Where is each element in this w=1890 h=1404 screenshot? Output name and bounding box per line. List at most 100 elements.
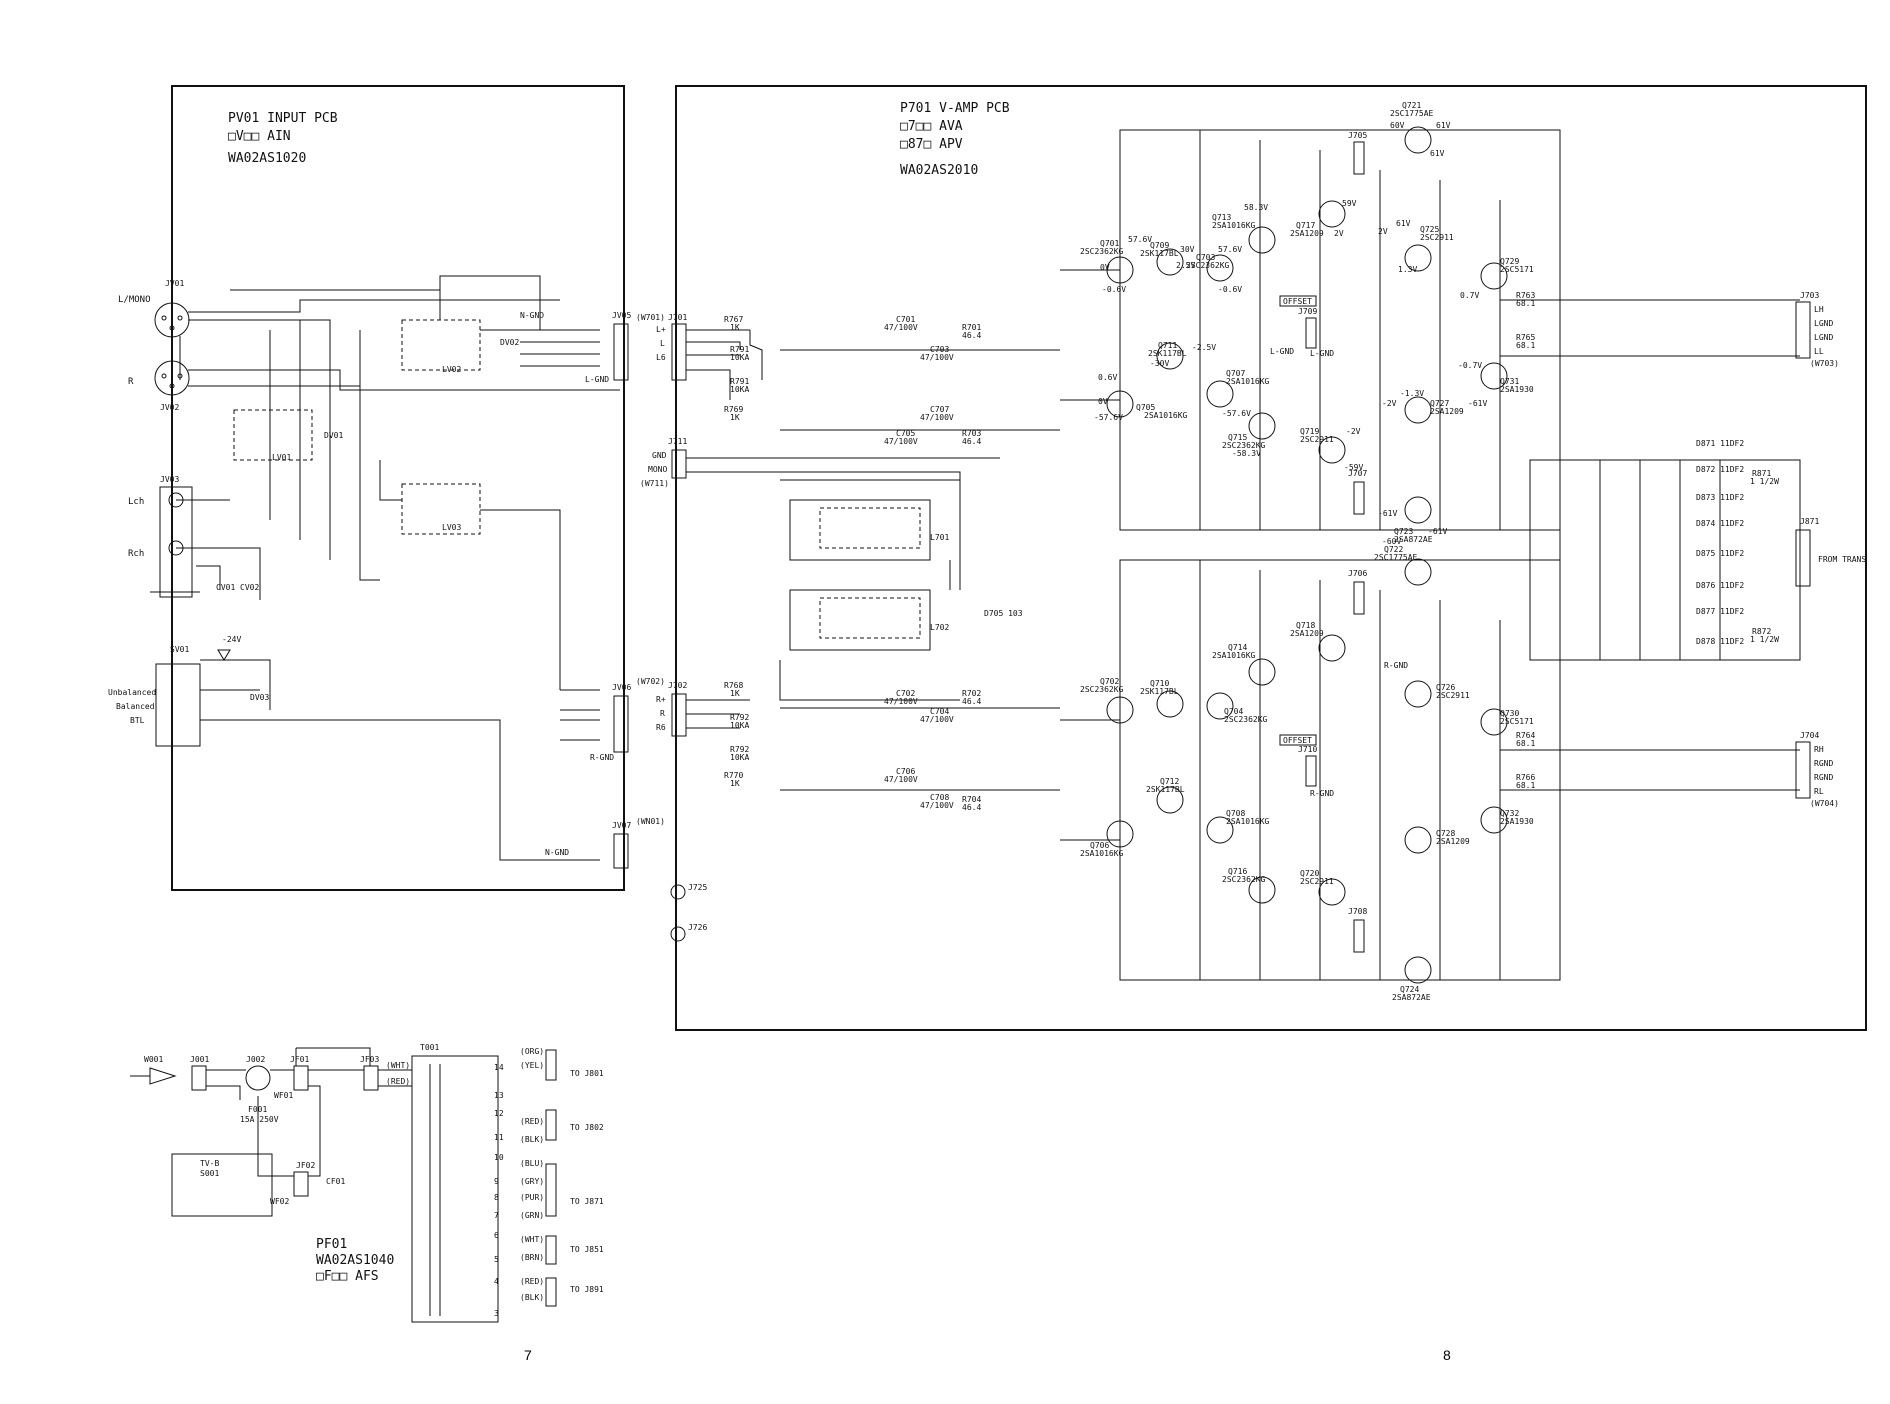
svg-text:2SA1016KG: 2SA1016KG xyxy=(1144,411,1188,420)
svg-text:(W711): (W711) xyxy=(640,479,669,488)
svg-text:L+: L+ xyxy=(656,325,666,334)
svg-text:57.6V: 57.6V xyxy=(1218,245,1242,254)
jv03-label: JV03 xyxy=(160,475,179,484)
svg-text:J726: J726 xyxy=(688,923,707,932)
svg-text:(BLK): (BLK) xyxy=(520,1293,544,1302)
lch-label: Lch xyxy=(128,497,144,507)
svg-text:R-GND: R-GND xyxy=(590,753,614,762)
svg-text:-2V: -2V xyxy=(1382,399,1397,408)
jv07-label: JV07 xyxy=(612,821,631,830)
svg-text:C707: C707 xyxy=(930,405,949,414)
svg-text:2SA1209: 2SA1209 xyxy=(1436,837,1470,846)
svg-text:68.1: 68.1 xyxy=(1516,299,1535,308)
svg-text:-57.6V: -57.6V xyxy=(1094,413,1123,422)
svg-text:R768: R768 xyxy=(724,681,743,690)
svg-text:LH: LH xyxy=(1814,305,1824,314)
svg-text:R701: R701 xyxy=(962,323,981,332)
tvb-switch-box xyxy=(171,1153,273,1217)
svg-text:Q725: Q725 xyxy=(1420,225,1439,234)
svg-text:Q711: Q711 xyxy=(1158,341,1177,350)
svg-text:-61V: -61V xyxy=(1468,399,1487,408)
svg-text:JF02: JF02 xyxy=(296,1161,315,1170)
jv02-label: JV02 xyxy=(160,403,179,412)
svg-text:MONO: MONO xyxy=(648,465,667,474)
svg-text:2SC2911: 2SC2911 xyxy=(1420,233,1454,242)
svg-text:2SK117BL: 2SK117BL xyxy=(1148,349,1187,358)
svg-text:30V: 30V xyxy=(1180,245,1195,254)
svg-text:-2.5V: -2.5V xyxy=(1192,343,1216,352)
svg-text:6: 6 xyxy=(494,1231,499,1240)
svg-text:60V: 60V xyxy=(1390,121,1405,130)
svg-text:R871: R871 xyxy=(1752,469,1771,478)
svg-text:J704: J704 xyxy=(1800,731,1819,740)
svg-text:(BRN): (BRN) xyxy=(520,1253,544,1262)
svg-text:2SA1016KG: 2SA1016KG xyxy=(1080,849,1124,858)
svg-text:Q727: Q727 xyxy=(1430,399,1449,408)
svg-text:2SA1209: 2SA1209 xyxy=(1290,229,1324,238)
power-section: W001 J001 J002 F001 15A 250V JF01 WF01 J… xyxy=(130,1043,604,1323)
svg-text:R703: R703 xyxy=(962,429,981,438)
svg-text:J711: J711 xyxy=(668,437,687,446)
svg-text:1K: 1K xyxy=(730,779,740,788)
svg-text:LGND: LGND xyxy=(1814,319,1833,328)
svg-text:8: 8 xyxy=(494,1193,499,1202)
input-pcb: PV01 INPUT PCB □V□□ AIN WA02AS1020 JV01 … xyxy=(108,85,631,891)
vamp-title: P701 V-AMP PCB xyxy=(900,101,1010,116)
svg-text:1 1/2W: 1 1/2W xyxy=(1750,477,1779,486)
jv06-conn xyxy=(613,695,629,753)
svg-text:D873 11DF2: D873 11DF2 xyxy=(1696,493,1744,502)
svg-text:(W704): (W704) xyxy=(1810,799,1839,808)
svg-text:2SC5171: 2SC5171 xyxy=(1500,265,1534,274)
svg-text:-2V: -2V xyxy=(1346,427,1361,436)
pf01-part: WA02AS1040 xyxy=(316,1253,394,1268)
svg-text:2SK117BL: 2SK117BL xyxy=(1140,687,1179,696)
svg-text:FROM TRANS: FROM TRANS xyxy=(1818,555,1866,564)
svg-text:13: 13 xyxy=(494,1091,504,1100)
svg-text:R767: R767 xyxy=(724,315,743,324)
svg-text:(GRY): (GRY) xyxy=(520,1177,544,1186)
svg-text:-61V: -61V xyxy=(1428,527,1447,536)
svg-text:R704: R704 xyxy=(962,795,981,804)
svg-text:2SA872AE: 2SA872AE xyxy=(1392,993,1431,1002)
svg-text:2SA1209: 2SA1209 xyxy=(1430,407,1464,416)
svg-text:J702: J702 xyxy=(668,681,687,690)
svg-text:(BLK): (BLK) xyxy=(520,1135,544,1144)
svg-text:Q712: Q712 xyxy=(1160,777,1179,786)
svg-text:L-GND: L-GND xyxy=(585,375,609,384)
svg-text:C701: C701 xyxy=(896,315,915,324)
svg-text:2SC1775AE: 2SC1775AE xyxy=(1390,109,1434,118)
svg-text:J705: J705 xyxy=(1348,131,1367,140)
svg-text:C703: C703 xyxy=(930,345,949,354)
svg-text:-0.6V: -0.6V xyxy=(1102,285,1126,294)
input-pcb-line2: □V□□ AIN xyxy=(228,129,291,144)
svg-text:R-GND: R-GND xyxy=(1384,661,1408,670)
svg-text:D871 11DF2: D871 11DF2 xyxy=(1696,439,1744,448)
svg-text:(W703): (W703) xyxy=(1810,359,1839,368)
svg-text:(RED): (RED) xyxy=(386,1077,410,1086)
svg-text:L-GND: L-GND xyxy=(1310,349,1334,358)
svg-text:R: R xyxy=(660,709,665,718)
svg-text:OFFSET: OFFSET xyxy=(1283,297,1312,306)
svg-text:2SC5171: 2SC5171 xyxy=(1500,717,1534,726)
svg-text:Q707: Q707 xyxy=(1226,369,1245,378)
svg-text:2SC2911: 2SC2911 xyxy=(1300,877,1334,886)
relay-l702 xyxy=(789,589,931,651)
svg-text:4: 4 xyxy=(494,1277,499,1286)
svg-text:R702: R702 xyxy=(962,689,981,698)
svg-text:10KA: 10KA xyxy=(730,721,749,730)
svg-text:Q729: Q729 xyxy=(1500,257,1519,266)
svg-text:Q724: Q724 xyxy=(1400,985,1419,994)
svg-text:2SC2362KG: 2SC2362KG xyxy=(1222,875,1266,884)
svg-text:Q721: Q721 xyxy=(1402,101,1421,110)
svg-text:Q709: Q709 xyxy=(1150,241,1169,250)
jv06-label: JV06 xyxy=(612,683,631,692)
svg-text:Q732: Q732 xyxy=(1500,809,1519,818)
r-label: R xyxy=(128,377,134,387)
svg-text:RH: RH xyxy=(1814,745,1824,754)
svg-text:DV03: DV03 xyxy=(250,693,269,702)
svg-text:R791: R791 xyxy=(730,377,749,386)
svg-text:TV-B: TV-B xyxy=(200,1159,219,1168)
svg-text:2SC2362KG: 2SC2362KG xyxy=(1080,685,1124,694)
svg-text:R872: R872 xyxy=(1752,627,1771,636)
